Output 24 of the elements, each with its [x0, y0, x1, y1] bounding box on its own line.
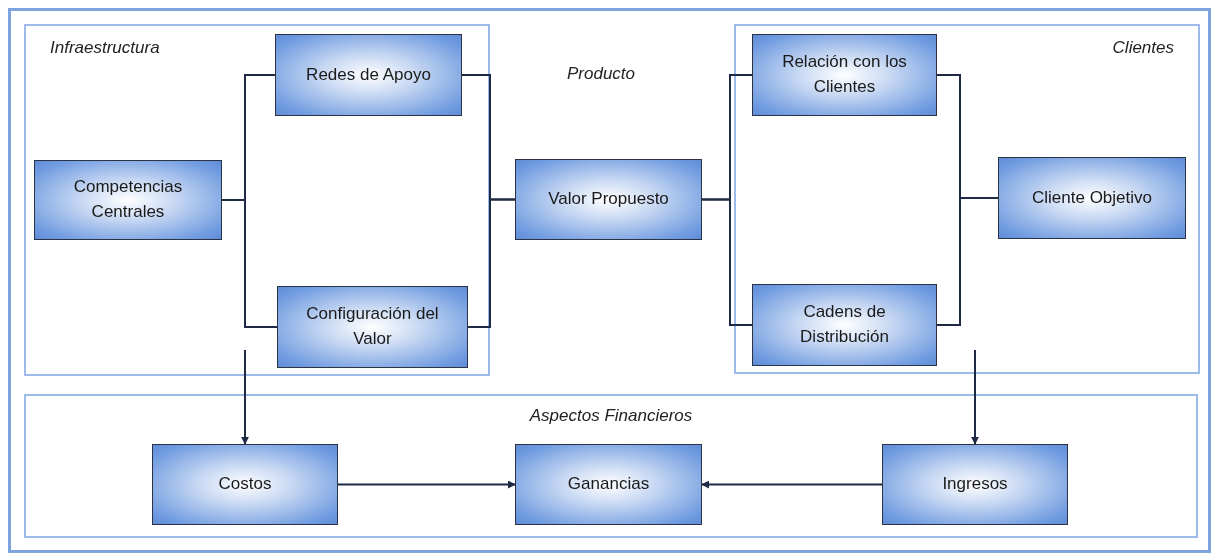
process-box: Cliente Objetivo: [998, 157, 1186, 239]
arrow: [701, 480, 883, 489]
group-frame: [24, 24, 490, 376]
arrow: [971, 349, 979, 445]
process-box: Ganancias: [515, 444, 702, 525]
arrow: [337, 480, 516, 489]
arrow: [241, 349, 249, 445]
connector-line: [467, 198, 516, 328]
process-box: Costos: [152, 444, 338, 525]
connector-line: [701, 198, 753, 326]
process-box: Cadens de Distribución: [752, 284, 937, 366]
process-box: Valor Propuesto: [515, 159, 702, 240]
group-frame: [734, 24, 1200, 374]
process-box: Ingresos: [882, 444, 1068, 525]
process-box: Relación con los Clientes: [752, 34, 937, 116]
process-box: Redes de Apoyo: [275, 34, 462, 116]
process-box: Competencias Centrales: [34, 160, 222, 240]
connector-line: [936, 197, 999, 326]
group-title: Infraestructura: [50, 38, 160, 58]
group-title: Clientes: [1112, 38, 1174, 58]
group-title: Aspectos Financieros: [528, 406, 694, 426]
section-label: Producto: [567, 64, 636, 84]
process-box: Configuración del Valor: [277, 286, 468, 368]
group-frame: [24, 394, 1198, 538]
